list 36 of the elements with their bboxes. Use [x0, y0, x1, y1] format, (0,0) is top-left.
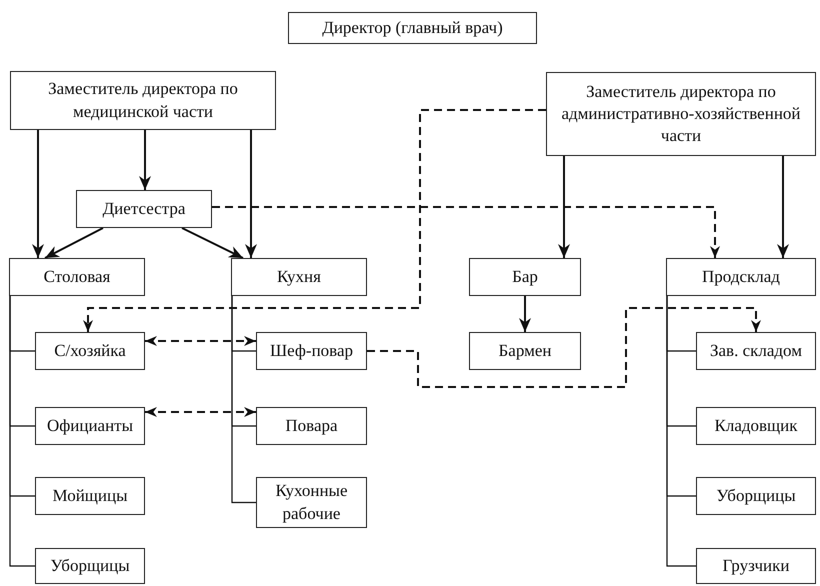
position-box: Директор (главный врач) — [288, 12, 537, 44]
dashed-arrow — [145, 336, 256, 346]
position-box: Диетсестра — [76, 190, 212, 228]
position-box: Заместитель директора по административно-хозяйственной части — [546, 72, 816, 156]
dashed-arrow — [367, 307, 761, 388]
position-box: Мойщицы — [35, 477, 145, 515]
position-box: Бармен — [469, 332, 581, 370]
dashed-arrow — [145, 407, 256, 417]
arrow — [777, 156, 789, 258]
position-box: Кухня — [231, 258, 367, 296]
arrow — [139, 130, 151, 190]
dashed-arrow — [83, 109, 546, 332]
connector-line — [9, 296, 35, 567]
arrow — [519, 296, 531, 332]
arrow — [182, 227, 244, 259]
position-box: Бар — [469, 258, 581, 296]
dashed-arrow — [212, 206, 720, 258]
position-box: Кладовщик — [696, 407, 816, 445]
arrow — [245, 130, 257, 258]
connector-line — [231, 296, 256, 504]
arrow — [558, 156, 570, 258]
connector-line — [666, 296, 696, 567]
position-box: Уборщицы — [35, 548, 145, 584]
arrow — [44, 227, 104, 259]
position-box: Официанты — [35, 407, 145, 445]
position-box: Шеф-повар — [256, 332, 367, 370]
position-box: Заместитель директора по медицинской части — [10, 71, 276, 130]
position-box: С/хозяйка — [35, 332, 145, 370]
position-box: Уборщицы — [696, 477, 816, 515]
position-box: Столовая — [9, 258, 145, 296]
position-box: Повара — [256, 407, 367, 445]
position-box: Продсклад — [666, 258, 816, 296]
position-box: Кухонные рабочие — [256, 477, 367, 528]
position-box: Зав. складом — [696, 332, 816, 370]
arrow — [32, 130, 44, 258]
position-box: Грузчики — [696, 548, 816, 584]
